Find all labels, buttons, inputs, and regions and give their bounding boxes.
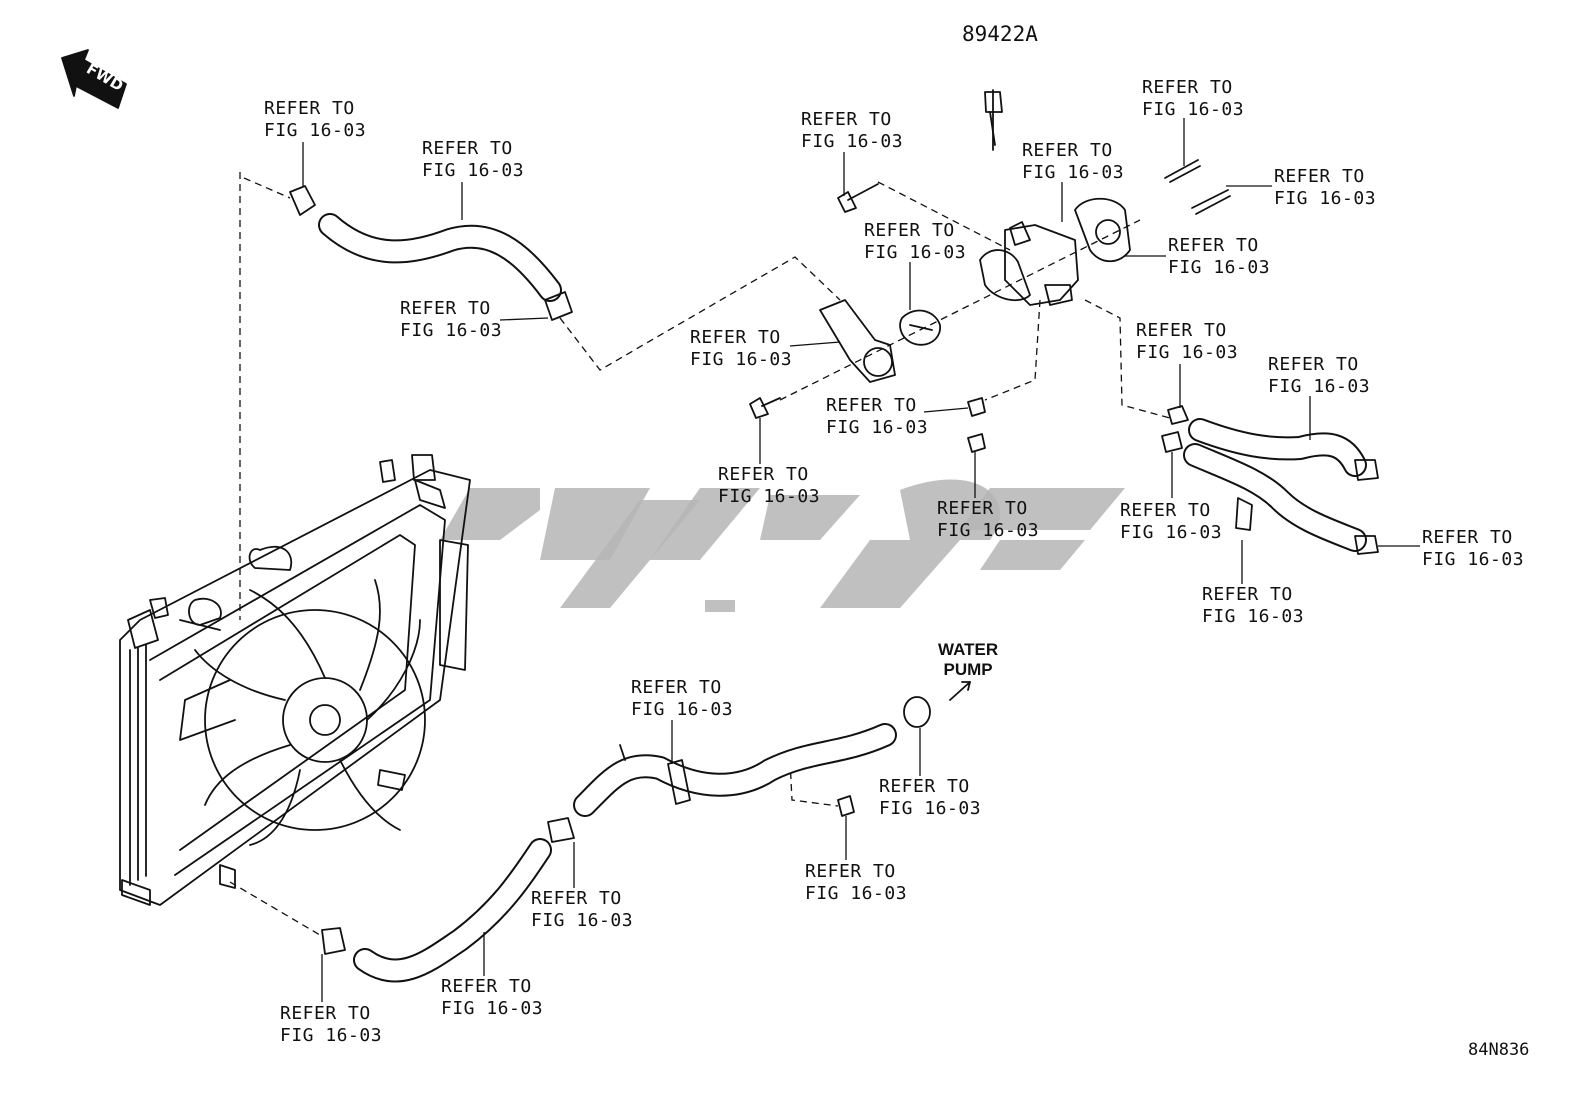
water-pump-label: WATER PUMP (938, 640, 999, 679)
upper-radiator-hose (289, 185, 573, 321)
thermostat-housing-group (749, 89, 1231, 453)
lower-radiator-hose-pipe (321, 681, 971, 983)
callout-leaders (302, 118, 1420, 1002)
watermark-logo (440, 479, 1125, 612)
part-number-89422a[interactable]: 89422A (962, 22, 1038, 46)
radiator-fan-assembly (119, 454, 471, 906)
diagram-code: 84N836 (1468, 1040, 1530, 1060)
fwd-arrow-icon: FWD (61, 49, 127, 109)
bypass-hoses (1161, 405, 1379, 555)
